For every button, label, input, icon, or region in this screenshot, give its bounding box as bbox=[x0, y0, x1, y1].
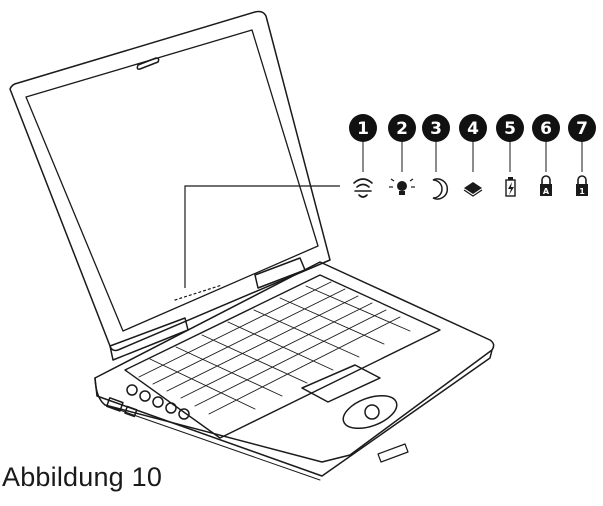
power-light-icon bbox=[389, 178, 415, 195]
callout-connectors bbox=[362, 142, 583, 172]
callout-leader bbox=[184, 185, 340, 288]
svg-text:A: A bbox=[543, 187, 550, 196]
touchpad bbox=[301, 364, 381, 403]
svg-text:7: 7 bbox=[576, 119, 588, 139]
laptop-base-deck bbox=[94, 261, 495, 463]
figure-caption: Abbildung 10 bbox=[2, 462, 163, 492]
callout-5: 5 bbox=[496, 114, 524, 142]
caps-lock-icon: A bbox=[540, 175, 552, 196]
battery-charge-icon bbox=[505, 177, 516, 197]
display-screen bbox=[25, 29, 319, 332]
media-activity-icon bbox=[463, 182, 483, 197]
laptop-lid bbox=[9, 10, 331, 352]
left-side-port bbox=[105, 397, 124, 412]
callout-2: 2 bbox=[388, 114, 416, 142]
left-hinge-speaker bbox=[109, 317, 189, 361]
svg-text:3: 3 bbox=[430, 119, 442, 139]
wireless-icon bbox=[353, 178, 373, 198]
svg-text:2: 2 bbox=[396, 119, 408, 139]
svg-text:4: 4 bbox=[467, 119, 479, 139]
left-side-port-2 bbox=[124, 405, 138, 418]
svg-text:5: 5 bbox=[504, 119, 516, 139]
callout-1: 1 bbox=[349, 114, 377, 142]
svg-text:1: 1 bbox=[357, 119, 369, 139]
sleep-moon-icon bbox=[432, 178, 449, 200]
keyboard-keys bbox=[138, 281, 411, 415]
callout-4: 4 bbox=[459, 114, 487, 142]
callout-7: 7 bbox=[568, 114, 596, 142]
svg-text:6: 6 bbox=[540, 119, 552, 139]
launch-buttons bbox=[126, 384, 190, 420]
callout-6: 6 bbox=[532, 114, 560, 142]
num-lock-icon: 1 bbox=[576, 175, 588, 196]
touchpad-buttons bbox=[342, 394, 398, 430]
callout-numbers: 1 2 3 4 5 6 7 bbox=[349, 114, 596, 142]
laptop-base-front bbox=[94, 349, 493, 477]
callout-3: 3 bbox=[422, 114, 450, 142]
svg-text:1: 1 bbox=[579, 187, 585, 196]
front-latch bbox=[377, 443, 409, 463]
scroll-button bbox=[364, 404, 380, 420]
status-indicator-strip bbox=[174, 284, 223, 301]
